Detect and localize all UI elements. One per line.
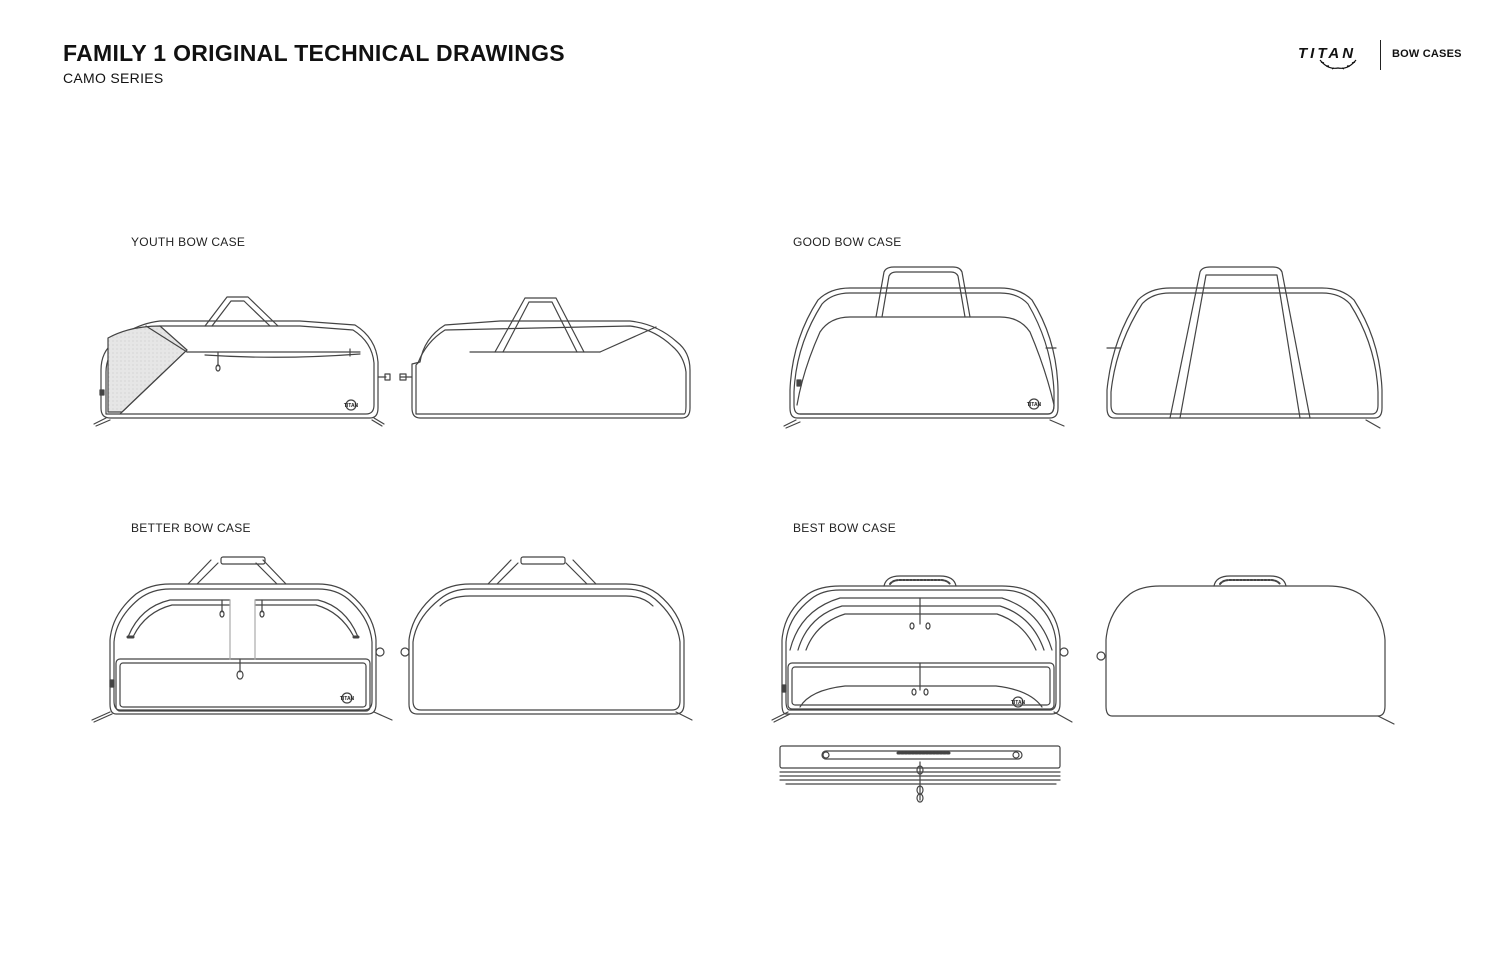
svg-text:TITAN: TITAN xyxy=(340,696,355,702)
better-bow-case-front xyxy=(92,557,392,722)
better-bow-case-back xyxy=(401,557,692,720)
better-front-badge: TITAN xyxy=(340,693,355,703)
brand-product-line: BOW CASES xyxy=(1392,48,1462,60)
better-bow-case-label: BETTER BOW CASE xyxy=(131,521,251,535)
youth-bow-case-front xyxy=(94,297,390,426)
best-bow-case-top xyxy=(780,746,1060,802)
best-bow-case-label: BEST BOW CASE xyxy=(793,521,897,535)
good-bow-case-label: GOOD BOW CASE xyxy=(793,235,902,249)
page-title: FAMILY 1 ORIGINAL TECHNICAL DRAWINGS xyxy=(63,40,565,66)
good-front-badge: TITAN xyxy=(1027,399,1042,409)
best-front-badge: TITAN xyxy=(1011,697,1026,707)
youth-bow-case-label: YOUTH BOW CASE xyxy=(131,235,246,249)
good-bow-case-front xyxy=(784,267,1064,428)
youth-front-badge: TITAN xyxy=(344,400,359,410)
svg-text:TITAN: TITAN xyxy=(344,403,359,409)
page-subtitle: CAMO SERIES xyxy=(63,70,164,86)
youth-bow-case-back xyxy=(400,298,690,418)
brand-divider xyxy=(1380,40,1381,70)
svg-text:TITAN: TITAN xyxy=(1027,402,1042,408)
good-bow-case-back xyxy=(1107,267,1382,428)
logo-wordmark: TITAN xyxy=(1298,45,1356,62)
best-bow-case-front xyxy=(772,576,1072,722)
best-bow-case-back xyxy=(1097,576,1394,724)
laurel-icon xyxy=(1319,59,1357,70)
titan-logo: TITAN xyxy=(1298,45,1357,70)
svg-text:TITAN: TITAN xyxy=(1011,700,1026,706)
